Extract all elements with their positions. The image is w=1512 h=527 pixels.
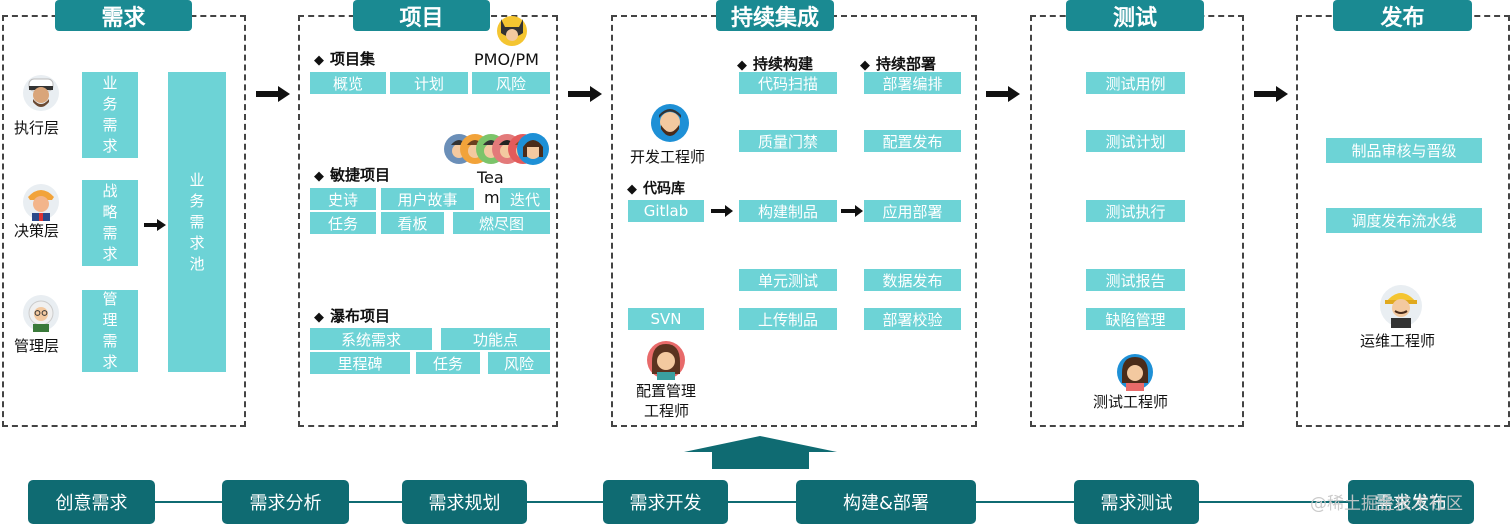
ops-engineer-avatar-icon (1380, 285, 1422, 328)
release-title: 发布 (1333, 0, 1472, 31)
deploy-verify-chip: 部署校验 (864, 308, 961, 330)
repo-header: ◆代码库 (627, 181, 685, 197)
req-to-project-arrow-icon (256, 86, 290, 102)
agile-epic-chip: 史诗 (310, 188, 376, 210)
ops-engineer-label: 运维工程师 (1360, 332, 1436, 350)
team-label-line1: Tea (477, 168, 504, 187)
deploy-app-chip: 应用部署 (864, 200, 961, 222)
test-to-release-arrow-icon (1254, 86, 1288, 102)
build-upload-chip: 上传制品 (739, 308, 837, 330)
deploy-data-chip: 数据发布 (864, 269, 961, 291)
collection-plan-chip: 计划 (390, 72, 468, 94)
flow-step-testing: 需求测试 (1074, 480, 1199, 524)
business-demand-pool: 业务需求池 (168, 72, 226, 372)
waterfall-sysreq-chip: 系统需求 (310, 328, 432, 350)
pmo-label: PMO/PM (474, 50, 539, 69)
role-executive: 执行层 (14, 119, 60, 137)
waterfall-milestone-chip: 里程碑 (310, 352, 410, 374)
config-engineer-label-1: 配置管理 (636, 382, 697, 400)
agile-kanban-chip: 看板 (381, 212, 444, 234)
flow-up-arrow-icon (684, 436, 837, 469)
agile-story-chip: 用户故事 (381, 188, 474, 210)
config-engineer-label-2: 工程师 (644, 402, 690, 420)
collection-header: ◆项目集 (314, 50, 376, 68)
test-title: 测试 (1066, 0, 1204, 31)
team-label-line2: m (484, 188, 500, 207)
collection-overview-chip: 概览 (310, 72, 386, 94)
tester-avatar-icon (1117, 354, 1153, 391)
requirements-title: 需求 (55, 0, 192, 31)
deploy-orchestrate-chip: 部署编排 (864, 72, 961, 94)
agile-header: ◆敏捷项目 (314, 166, 391, 184)
gitlab-to-build-arrow-icon (711, 205, 733, 217)
flow-step-idea: 创意需求 (28, 480, 155, 524)
test-plan-chip: 测试计划 (1086, 130, 1185, 152)
release-pipeline-chip: 调度发布流水线 (1326, 208, 1482, 233)
team-avatars-icon (444, 133, 549, 165)
waterfall-header: ◆瀑布项目 (314, 307, 391, 325)
flow-step-build-deploy: 构建&部署 (796, 480, 976, 524)
waterfall-task-chip: 任务 (416, 352, 480, 374)
test-report-chip: 测试报告 (1086, 269, 1185, 291)
repo-svn-chip: SVN (628, 308, 704, 330)
build-gate-chip: 质量门禁 (739, 130, 837, 152)
build-scan-chip: 代码扫描 (739, 72, 837, 94)
pmo-avatar-icon (497, 16, 527, 46)
waterfall-risk-chip: 风险 (488, 352, 550, 374)
agile-task-chip: 任务 (310, 212, 376, 234)
build-unittest-chip: 单元测试 (739, 269, 837, 291)
ci-title: 持续集成 (716, 0, 834, 31)
repo-gitlab-chip: Gitlab (628, 200, 704, 222)
flow-step-release: 需求发布 (1348, 480, 1474, 524)
manager-avatar-icon (23, 295, 59, 332)
to-pool-arrow-icon (144, 219, 166, 231)
flow-step-development: 需求开发 (603, 480, 728, 524)
deploy-header: ◆持续部署 (860, 55, 937, 73)
build-to-deploy-arrow-icon (841, 205, 863, 217)
agile-burndown-chip: 燃尽图 (453, 212, 550, 234)
strategic-demand-chip: 战略需求 (82, 180, 138, 266)
decision-maker-avatar-icon (23, 184, 59, 221)
role-manager: 管理层 (14, 337, 60, 355)
agile-iteration-chip: 迭代 (500, 188, 550, 210)
test-execute-chip: 测试执行 (1086, 200, 1185, 222)
role-decision: 决策层 (14, 222, 60, 240)
executive-avatar-icon (23, 75, 59, 111)
build-artifact-chip: 构建制品 (739, 200, 837, 222)
ci-to-test-arrow-icon (986, 86, 1020, 102)
defect-mgmt-chip: 缺陷管理 (1086, 308, 1185, 330)
flow-step-planning: 需求规划 (402, 480, 527, 524)
developer-avatar-icon (651, 104, 689, 142)
tester-label: 测试工程师 (1093, 393, 1169, 411)
management-demand-chip: 管理需求 (82, 290, 138, 372)
flow-step-analysis: 需求分析 (222, 480, 349, 524)
test-case-chip: 测试用例 (1086, 72, 1185, 94)
waterfall-feature-chip: 功能点 (441, 328, 550, 350)
flow-line (155, 501, 1375, 503)
project-title: 项目 (353, 0, 490, 31)
business-demand-chip: 业务需求 (82, 72, 138, 158)
watermark: @稀土掘金技术社区 (1310, 494, 1463, 514)
artifact-promote-chip: 制品审核与晋级 (1326, 138, 1482, 163)
project-to-ci-arrow-icon (568, 86, 602, 102)
collection-risk-chip: 风险 (472, 72, 550, 94)
developer-label: 开发工程师 (630, 148, 706, 166)
deploy-config-chip: 配置发布 (864, 130, 961, 152)
build-header: ◆持续构建 (737, 55, 814, 73)
config-engineer-avatar-icon (647, 341, 685, 380)
